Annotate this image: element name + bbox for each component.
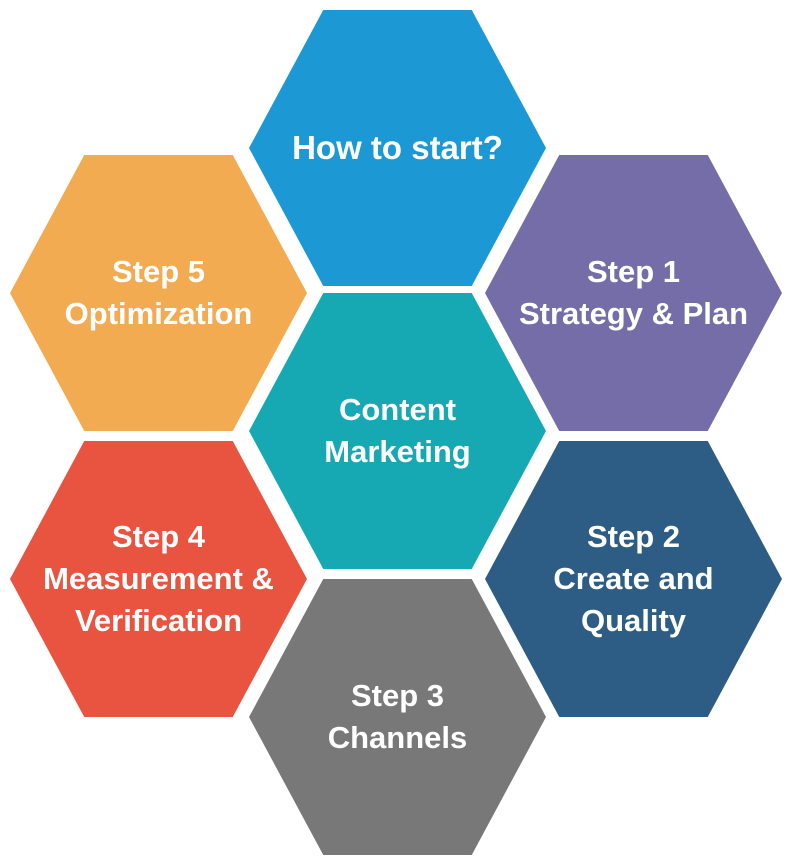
hexagon-step-3-label: Step 3 Channels (327, 678, 468, 755)
hexagon-step-5-label: Step 5 Optimization (64, 254, 253, 331)
hexagon-step-4-measurement-verification: Step 4 Measurement & Verification (10, 441, 307, 717)
hexagon-step-3-channels: Step 3 Channels (249, 579, 546, 855)
hexagon-how-to-start-label: How to start? (292, 128, 503, 166)
hexagon-how-to-start: How to start? (249, 10, 546, 286)
hexagon-step-2-create-quality: Step 2 Create and Quality (485, 441, 782, 717)
hexagon-content-marketing: Content Marketing (249, 293, 546, 569)
hexagon-content-marketing-label: Content Marketing (324, 392, 471, 469)
hexagon-step-5-optimization: Step 5 Optimization (10, 155, 307, 431)
hexagon-step-1-strategy-plan: Step 1 Strategy & Plan (485, 155, 782, 431)
hexagon-step-2-label: Step 2 Create and Quality (553, 519, 714, 638)
hexagon-step-4-label: Step 4 Measurement & Verification (43, 519, 274, 638)
hexagon-step-1-label: Step 1 Strategy & Plan (518, 254, 749, 331)
